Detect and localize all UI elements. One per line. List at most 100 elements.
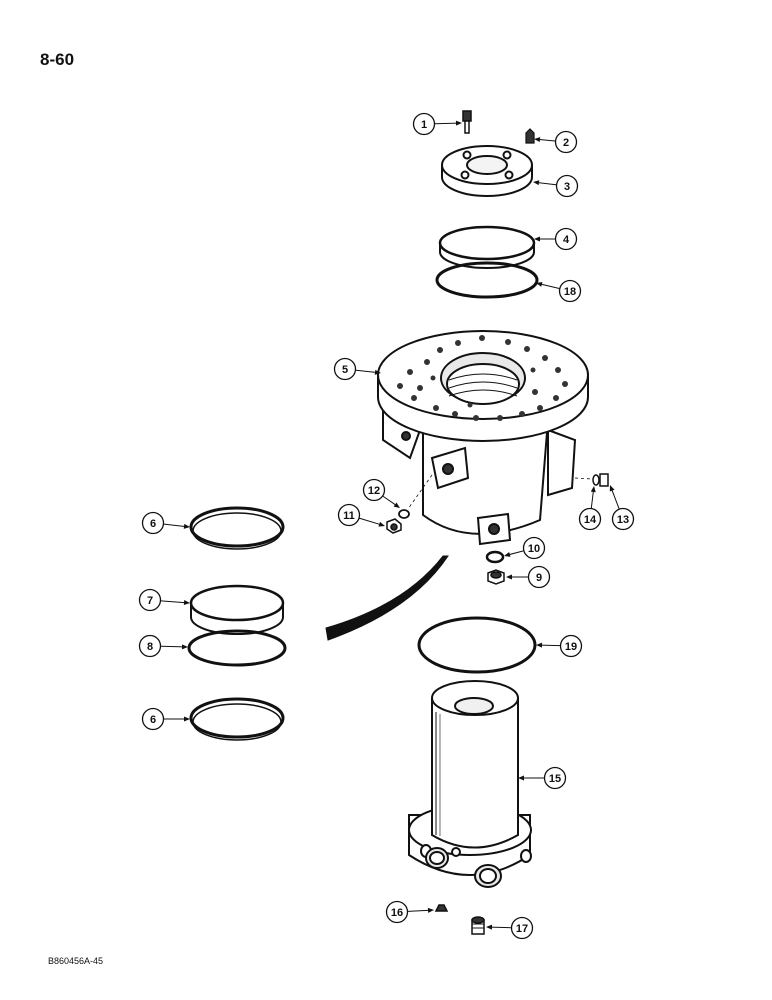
callout-circle: [333, 357, 357, 381]
callout-leader: [434, 122, 459, 125]
callout-arrowhead: [534, 137, 541, 143]
callout-arrowhead: [183, 523, 190, 529]
callout-circle: [554, 130, 578, 154]
callout-label: 3: [564, 181, 570, 193]
callout-leader: [160, 600, 187, 604]
callout-c3: 3: [533, 174, 579, 198]
part-6-seal-lower: [189, 697, 285, 741]
callout-arrowhead: [533, 180, 540, 186]
callout-label: 7: [147, 595, 153, 607]
callout-circle: [412, 112, 436, 136]
callout-label: 17: [516, 923, 528, 935]
callout-label: 11: [343, 510, 355, 522]
callout-leader: [163, 523, 187, 528]
callout-arrowhead: [504, 552, 511, 557]
part-19-o-ring: [417, 616, 537, 674]
callout-circle: [141, 707, 165, 731]
part-8-o-ring: [187, 629, 287, 667]
callout-label: 6: [150, 518, 156, 530]
callout-c8: 8: [138, 634, 188, 658]
callout-label: 6: [150, 714, 156, 726]
callout-arrowhead: [374, 369, 381, 375]
callout-leader: [610, 488, 620, 509]
callout-label: 1: [421, 119, 427, 131]
callout-arrowhead: [184, 716, 190, 722]
callout-circle: [555, 174, 579, 198]
part-2-pin: [525, 128, 535, 144]
part-5-housing: [377, 330, 589, 546]
page-number: 8-60: [40, 50, 75, 69]
callout-c7: 7: [138, 588, 190, 612]
callout-label: 16: [391, 907, 403, 919]
callout-leader: [160, 645, 185, 648]
callout-leader: [382, 495, 397, 507]
part-1-bolt: [462, 110, 472, 134]
callout-c11: 11: [337, 503, 385, 527]
callout-label: 4: [563, 234, 570, 246]
callout-arrowhead: [536, 281, 543, 287]
callout-label: 9: [536, 572, 542, 584]
part-7-ring: [189, 584, 285, 635]
callout-arrowhead: [183, 600, 190, 606]
callout-c4: 4: [534, 227, 578, 251]
callout-leader: [355, 369, 378, 374]
part-9-plug: [487, 569, 505, 585]
part-10-o-ring: [485, 550, 505, 564]
callout-arrowhead: [609, 485, 615, 492]
callout-c5: 5: [333, 357, 381, 381]
part-6-seal-upper: [189, 506, 285, 550]
callout-arrowhead: [536, 642, 543, 648]
callout-leader: [536, 181, 557, 186]
callout-arrowhead: [506, 574, 512, 580]
callout-label: 15: [549, 773, 561, 785]
callout-leader: [359, 517, 382, 526]
callout-leader: [590, 489, 595, 509]
callout-label: 12: [368, 485, 380, 497]
part-4-ring: [438, 225, 536, 269]
callout-circle: [141, 511, 165, 535]
callout-arrowhead: [427, 907, 434, 913]
callout-label: 13: [617, 514, 629, 526]
callout-arrowhead: [393, 502, 400, 508]
part-3-cap-plate: [441, 145, 533, 197]
callout-leader: [489, 926, 512, 929]
callout-circle: [385, 900, 409, 924]
callout-c16: 16: [385, 900, 434, 924]
callout-circle: [558, 279, 582, 303]
part-15-spindle: [408, 680, 532, 888]
callout-leader: [539, 644, 561, 647]
callout-c1: 1: [412, 112, 462, 136]
part-14-washer: [592, 474, 600, 486]
part-12-washer: [398, 509, 410, 519]
callout-label: 14: [584, 514, 597, 526]
callout-arrowhead: [590, 486, 596, 493]
part-18-o-ring: [435, 261, 539, 299]
callout-c2: 2: [534, 130, 578, 154]
callout-arrowhead: [455, 120, 462, 126]
callout-circle: [554, 227, 578, 251]
callout-arrowhead: [181, 644, 188, 650]
callout-leader: [407, 909, 431, 912]
callout-label: 5: [342, 364, 348, 376]
callout-arrowhead: [534, 236, 540, 242]
callout-label: 8: [147, 641, 153, 653]
part-13-plug: [599, 473, 609, 487]
callout-circle: [611, 507, 635, 531]
callout-leader: [539, 283, 560, 289]
callout-c9: 9: [506, 565, 551, 589]
callout-c18: 18: [536, 279, 582, 303]
callout-circle: [578, 507, 602, 531]
callout-circle: [337, 503, 361, 527]
callout-circle: [559, 634, 583, 658]
part-11-plug: [386, 518, 402, 534]
callout-circle: [522, 536, 546, 560]
part-16-plug: [434, 904, 449, 912]
part-17-plug: [471, 916, 485, 935]
callout-circle: [543, 766, 567, 790]
callout-c6a: 6: [141, 511, 190, 535]
callout-c14: 14: [578, 486, 602, 531]
callout-label: 19: [565, 641, 577, 653]
callout-arrowhead: [378, 521, 385, 527]
callout-leader: [537, 138, 556, 142]
callout-circle: [510, 916, 534, 940]
